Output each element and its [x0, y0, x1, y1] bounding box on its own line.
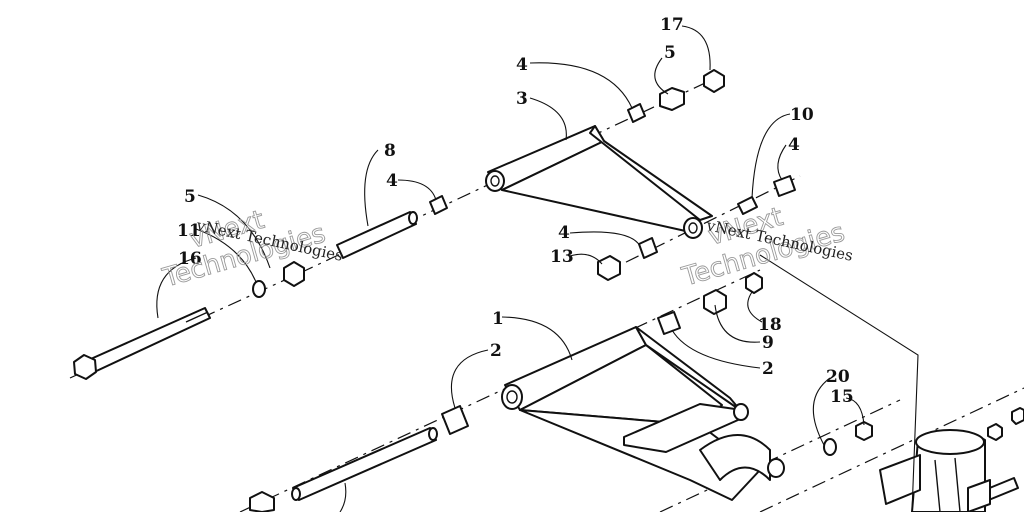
callout-16: 16 — [178, 249, 202, 269]
callout-10: 10 — [790, 105, 814, 125]
callout-20: 20 — [826, 367, 850, 387]
upper-shaft — [336, 211, 418, 259]
watermark-left: vNext Technologies vNext Technologies — [159, 205, 345, 295]
reference-line — [759, 254, 919, 513]
callout-3: 3 — [516, 89, 528, 109]
callout-8: 8 — [384, 141, 396, 161]
right-sleeve — [737, 196, 758, 215]
callout-4-top: 4 — [516, 55, 528, 75]
spindle-upright — [879, 429, 991, 513]
center-axes — [69, 75, 1024, 513]
bushings — [429, 103, 796, 435]
upper-a-arm — [485, 125, 713, 239]
callout-15: 15 — [830, 387, 854, 407]
callout-9: 9 — [762, 333, 774, 353]
callout-2-left: 2 — [490, 341, 502, 361]
callout-4-right: 4 — [788, 135, 800, 155]
callout-18: 18 — [758, 315, 782, 335]
callout-17: 17 — [660, 15, 684, 35]
lower-a-arm — [501, 326, 785, 501]
nuts-and-washers — [249, 69, 1024, 513]
leader-lines — [156, 25, 865, 513]
lower-shaft — [291, 427, 438, 501]
callout-13: 13 — [550, 247, 574, 267]
long-bolt — [73, 307, 211, 380]
callout-1: 1 — [492, 309, 504, 329]
callout-2-right: 2 — [762, 359, 774, 379]
callout-labels: 17 5 4 3 10 4 8 4 5 11 16 4 13 1 2 18 9 … — [177, 15, 854, 407]
callout-11: 11 — [177, 221, 201, 241]
watermark-right: vNext Technologies vNext Technologies — [678, 202, 855, 294]
callout-4-left: 4 — [386, 171, 398, 191]
callout-4-mid: 4 — [558, 223, 570, 243]
callout-5-top: 5 — [664, 43, 676, 63]
callout-5-left: 5 — [184, 187, 196, 207]
